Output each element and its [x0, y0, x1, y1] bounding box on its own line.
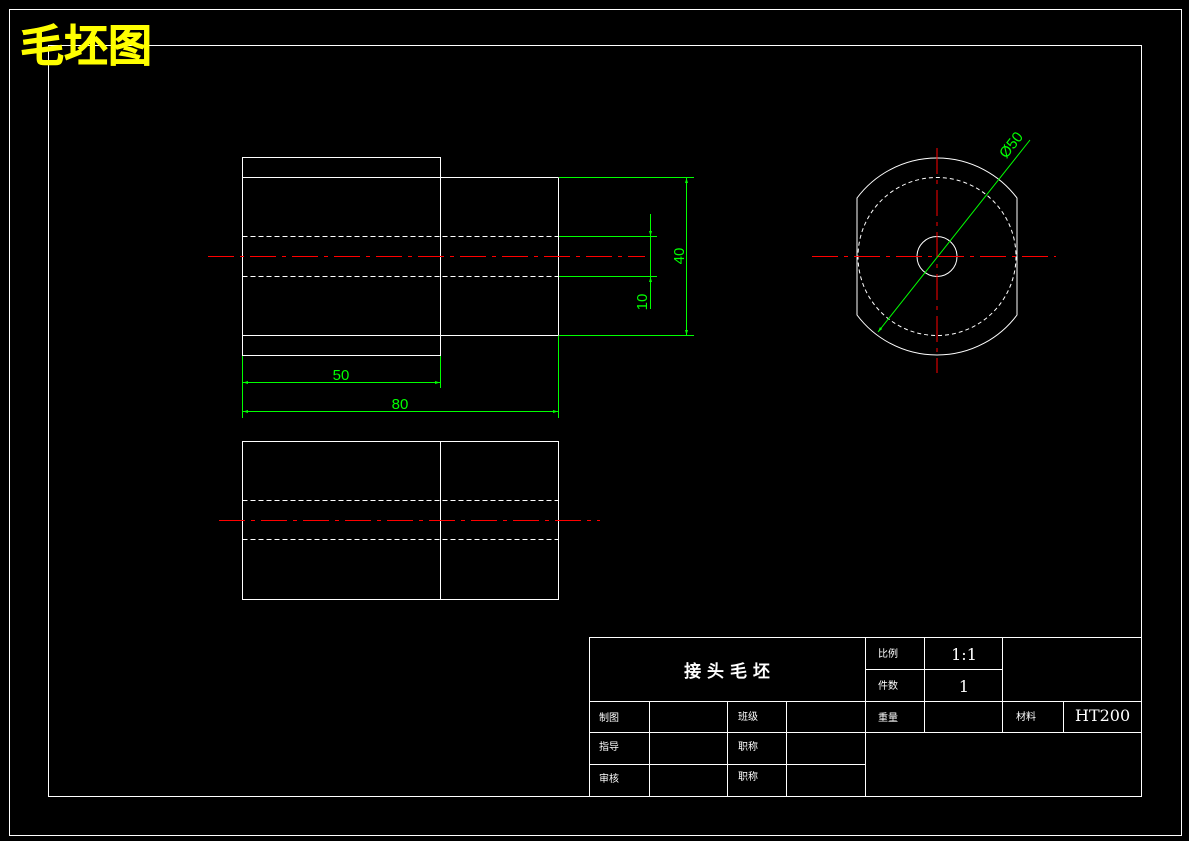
tb-part-name: 接 头 毛 坯 [684, 661, 770, 682]
front-view-dimensions [242, 177, 694, 418]
tb-scale-value: 1:1 [951, 645, 977, 664]
tb-class-label: 班级 [738, 711, 758, 723]
title-block [589, 637, 1142, 797]
dim-line-diameter [877, 139, 1031, 333]
tb-material-value: HT200 [1075, 706, 1130, 725]
drawing-title: 毛坯图 [20, 21, 152, 72]
side-view-outline [856, 157, 1018, 356]
dim-text-80: 80 [392, 396, 409, 413]
front-view [242, 157, 559, 356]
tb-count-value: 1 [959, 677, 969, 696]
dim-text-diameter: Ø50 [996, 129, 1027, 162]
tb-weight-label: 重量 [878, 711, 898, 724]
title-block-text: 接 头 毛 坯 比例 1:1 件数 1 制图 班级 重量 材料 HT200 指导… [599, 645, 1130, 785]
tb-guide-label: 指导 [599, 740, 619, 753]
tb-material-label: 材料 [1016, 710, 1036, 723]
outer-frame [9, 9, 1182, 836]
dim-text-50: 50 [333, 367, 350, 384]
tb-job-label-1: 职称 [738, 740, 758, 753]
tb-count-label: 件数 [878, 679, 898, 692]
tb-job-label-2: 职称 [738, 770, 758, 783]
inner-frame [48, 45, 1142, 797]
tb-review-label: 审核 [599, 772, 619, 785]
tb-scale-label: 比例 [878, 647, 898, 660]
tb-drawn-label: 制图 [599, 711, 619, 724]
dim-text-10: 10 [634, 294, 651, 311]
dim-text-40: 40 [671, 248, 688, 265]
